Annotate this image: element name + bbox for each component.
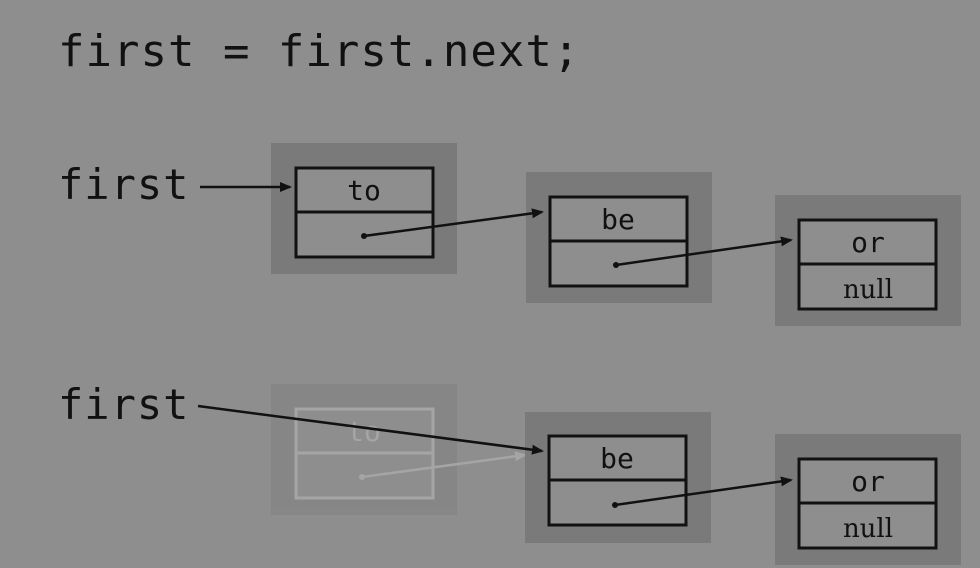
node-item-text: to <box>347 415 381 448</box>
before-node-be: be <box>526 172 712 303</box>
code-statement: first = first.next; <box>58 26 581 77</box>
link-arrow <box>614 476 793 507</box>
node-item-text: be <box>600 442 634 475</box>
node-null-text: null <box>843 275 893 305</box>
after-node-to-faded: to <box>271 384 527 515</box>
first-label-after: first <box>58 380 190 429</box>
node-item-text: to <box>347 174 381 207</box>
node-item-text: or <box>851 465 885 498</box>
before-node-to: to <box>271 143 457 274</box>
node-null-text: null <box>843 514 893 544</box>
before-node-or: or null <box>775 195 961 326</box>
link-arrow <box>615 236 793 267</box>
first-label-before: first <box>58 160 190 209</box>
link-arrow <box>363 208 544 238</box>
node-item-text: be <box>601 203 635 236</box>
node-item-text: or <box>851 226 885 259</box>
after-node-or: or null <box>775 434 961 565</box>
first-pointer-arrow <box>197 404 544 455</box>
after-node-be: be <box>525 412 711 543</box>
